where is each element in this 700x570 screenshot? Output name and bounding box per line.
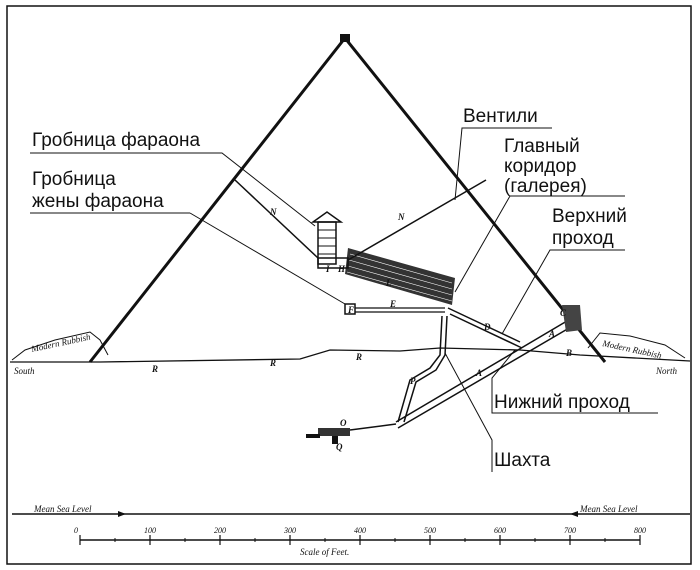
label-lower-passage: Нижний проход [494, 392, 630, 413]
north-air-shaft [347, 179, 487, 261]
label-pharaoh-tomb: Гробница фараона [32, 130, 200, 151]
subterranean-passage [349, 423, 397, 431]
letter-R1: R [151, 364, 158, 374]
well-shaft [397, 315, 443, 423]
gallery-hatching [346, 253, 453, 302]
ground-line [10, 347, 691, 363]
scale-tick-label: 100 [144, 526, 156, 535]
letter-R3: R [355, 352, 362, 362]
dead-end-passage [306, 434, 320, 438]
letter-D: D [483, 322, 491, 332]
queens-chamber [344, 303, 356, 315]
letter-E: E [389, 299, 396, 309]
letter-A2: A [475, 368, 482, 378]
label-sea-level-left: Mean Sea Level [33, 504, 92, 514]
pyramid-apex [340, 34, 350, 42]
letter-L: L [385, 278, 392, 288]
sea-level-arrow-right [118, 511, 126, 517]
label-queen-tomb-line1: Гробница [32, 169, 116, 190]
label-upper-line1: Верхний [552, 206, 627, 227]
ascending-passage-floor [449, 313, 523, 349]
letter-N2: N [397, 212, 405, 222]
diagram-border [6, 5, 692, 565]
scale-ticks: 0 100 200 300 400 500 600 700 800 [74, 526, 646, 545]
scale-tick-label: 200 [214, 526, 226, 535]
scale-tick-label: 500 [424, 526, 436, 535]
pit [332, 436, 338, 444]
kings-chamber-gable [310, 211, 344, 223]
kings-chamber [317, 257, 349, 269]
grand-gallery [345, 248, 455, 305]
ascending-passage [447, 307, 521, 343]
label-upper-line2: проход [552, 228, 614, 249]
label-vents: Вентили [463, 106, 538, 127]
sea-level-arrow-left [570, 511, 578, 517]
label-queen-tomb-line2: жены фараона [32, 191, 164, 212]
label-gallery-line1: Главный [504, 136, 580, 157]
letter-A1: A [548, 329, 555, 339]
label-shaft: Шахта [494, 450, 551, 471]
label-south: South [14, 366, 35, 376]
label-scale-title: Scale of Feet. [300, 547, 349, 557]
south-rubbish-mound [11, 331, 109, 361]
scale-tick-label: 700 [564, 526, 576, 535]
descending-passage [395, 317, 573, 423]
scale-tick-label: 800 [634, 526, 646, 535]
label-sea-level-right: Mean Sea Level [579, 504, 638, 514]
letter-H: H [337, 264, 346, 274]
scale-tick-label: 400 [354, 526, 366, 535]
letter-R2: R [269, 358, 276, 368]
subterranean-chamber [318, 428, 350, 436]
scale-tick-label: 600 [494, 526, 506, 535]
label-north: North [655, 366, 678, 376]
letter-B: B [565, 348, 572, 358]
letter-P: P [410, 376, 416, 386]
label-south-rubbish: Modern Rubbish [29, 332, 91, 355]
letter-O: O [340, 418, 347, 428]
letter-F: F [347, 305, 354, 315]
relieving-chambers [318, 229, 336, 255]
label-gallery-line3: (галерея) [504, 176, 587, 197]
letter-C: C [560, 308, 567, 318]
label-gallery-line2: коридор [504, 156, 577, 177]
north-rubbish-mound [587, 332, 686, 359]
well-shaft-inner [403, 315, 448, 423]
callout-leaders [30, 127, 658, 472]
letter-Q: Q [336, 442, 343, 452]
scale-tick-label: 0 [74, 526, 78, 535]
scale-tick-label: 300 [283, 526, 296, 535]
letter-I: I [325, 264, 330, 274]
letter-N1: N [269, 207, 277, 217]
entrance-blocks [562, 305, 582, 332]
south-air-shaft [234, 179, 319, 259]
descending-passage-floor [397, 323, 577, 429]
